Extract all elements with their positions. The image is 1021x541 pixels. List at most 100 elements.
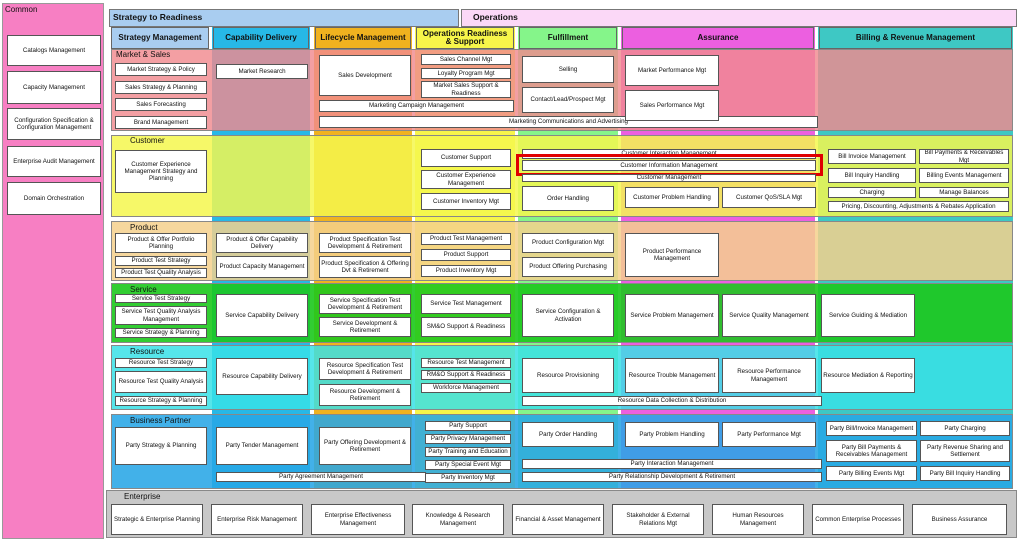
box-resource-spec-test[interactable]: Resource Specification Test Development … — [319, 358, 411, 380]
box-resource-mediation[interactable]: Resource Mediation & Reporting — [821, 358, 915, 393]
box-market-research[interactable]: Market Research — [216, 64, 308, 79]
box-party-charging[interactable]: Party Charging — [920, 421, 1010, 436]
box-service-test-management[interactable]: Service Test Management — [421, 294, 511, 314]
box-stakeholder-external[interactable]: Stakeholder & External Relations Mgt — [612, 504, 704, 535]
box-customer-information-management[interactable]: Customer Information Management — [522, 160, 816, 171]
box-party-tender[interactable]: Party Tender Management — [216, 427, 308, 465]
box-workforce-management[interactable]: Workforce Management — [421, 383, 511, 393]
common-box-config[interactable]: Configuration Specification & Configurat… — [7, 108, 101, 140]
box-party-bill-invoice[interactable]: Party Bill/Invoice Management — [826, 421, 917, 436]
box-party-interaction[interactable]: Party Interaction Management — [522, 459, 822, 469]
box-manage-balances[interactable]: Manage Balances — [919, 187, 1009, 198]
box-customer-inventory[interactable]: Customer Inventory Mgt — [421, 193, 511, 210]
common-box-audit[interactable]: Enterprise Audit Management — [7, 146, 101, 177]
box-party-order[interactable]: Party Order Handling — [522, 422, 614, 447]
box-sales-development[interactable]: Sales Development — [319, 55, 411, 96]
box-service-quality[interactable]: Service Quality Management — [722, 294, 816, 337]
box-party-inventory[interactable]: Party Inventory Mgt — [425, 473, 511, 483]
box-smo-support[interactable]: SM&O Support & Readiness — [421, 317, 511, 337]
box-enterprise-risk[interactable]: Enterprise Risk Management — [211, 504, 303, 535]
box-customer-problem-handling[interactable]: Customer Problem Handling — [625, 187, 719, 208]
common-box-capacity[interactable]: Capacity Management — [7, 71, 101, 104]
box-party-billing-events[interactable]: Party Billing Events Mgt — [826, 466, 917, 481]
box-product-spec-test[interactable]: Product Specification Test Development &… — [319, 233, 411, 253]
box-party-problem[interactable]: Party Problem Handling — [625, 422, 719, 447]
box-product-spec-offering[interactable]: Product Specification & Offering Dvt & R… — [319, 256, 411, 278]
box-contact-lead[interactable]: Contact/Lead/Prospect Mgt — [522, 87, 614, 113]
box-sales-performance[interactable]: Sales Performance Mgt — [625, 90, 719, 121]
box-service-problem[interactable]: Service Problem Management — [625, 294, 719, 337]
box-product-inventory[interactable]: Product Inventory Mgt — [421, 265, 511, 277]
box-product-offering-purchasing[interactable]: Product Offering Purchasing — [522, 257, 614, 277]
box-customer-management[interactable]: Customer Management — [522, 174, 816, 182]
box-pricing-discounting[interactable]: Pricing, Discounting, Adjustments & Reba… — [828, 201, 1009, 212]
box-party-revenue-sharing[interactable]: Party Revenue Sharing and Settlement — [920, 440, 1010, 462]
box-product-support[interactable]: Product Support — [421, 249, 511, 261]
box-sales-strategy-planning[interactable]: Sales Strategy & Planning — [115, 81, 207, 94]
box-resource-capability[interactable]: Resource Capability Delivery — [216, 358, 308, 395]
box-party-bill-inquiry[interactable]: Party Bill Inquiry Handling — [920, 466, 1010, 481]
box-service-test-quality[interactable]: Service Test Quality Analysis Management — [115, 306, 207, 325]
box-product-test-strategy[interactable]: Product Test Strategy — [115, 256, 207, 266]
box-resource-strategy-planning[interactable]: Resource Strategy & Planning — [115, 396, 207, 406]
box-human-resources[interactable]: Human Resources Management — [712, 504, 804, 535]
common-box-catalogs[interactable]: Catalogs Management — [7, 35, 101, 66]
box-product-performance[interactable]: Product Performance Management — [625, 233, 719, 277]
box-knowledge-research[interactable]: Knowledge & Research Management — [412, 504, 504, 535]
box-rmo-support[interactable]: RM&O Support & Readiness — [421, 370, 511, 380]
box-customer-experience-strategy[interactable]: Customer Experience Management Strategy … — [115, 150, 207, 193]
box-service-spec-test[interactable]: Service Specification Test Development &… — [319, 294, 411, 314]
box-market-strategy-policy[interactable]: Market Strategy & Policy — [115, 63, 207, 76]
box-party-bill-payments[interactable]: Party Bill Payments & Receivables Manage… — [826, 440, 917, 462]
box-party-offering[interactable]: Party Offering Development & Retirement — [319, 427, 411, 465]
box-customer-experience-management[interactable]: Customer Experience Management — [421, 170, 511, 189]
box-party-training[interactable]: Party Training and Education — [425, 447, 511, 457]
box-enterprise-effectiveness[interactable]: Enterprise Effectiveness Management — [311, 504, 405, 535]
box-brand-management[interactable]: Brand Management — [115, 116, 207, 129]
box-product-configuration[interactable]: Product Configuration Mgt — [522, 233, 614, 253]
box-marketing-communications[interactable]: Marketing Communications and Advertising — [319, 116, 818, 128]
box-market-sales-support[interactable]: Market Sales Support & Readiness — [421, 81, 511, 98]
box-charging[interactable]: Charging — [828, 187, 916, 198]
common-box-orchestration[interactable]: Domain Orchestration — [7, 182, 101, 215]
box-product-capacity[interactable]: Product Capacity Management — [216, 256, 308, 278]
box-marketing-campaign[interactable]: Marketing Campaign Management — [319, 100, 514, 112]
box-service-development[interactable]: Service Development & Retirement — [319, 317, 411, 337]
box-resource-development[interactable]: Resource Development & Retirement — [319, 384, 411, 406]
box-market-performance[interactable]: Market Performance Mgt — [625, 55, 719, 86]
box-service-capability[interactable]: Service Capability Delivery — [216, 294, 308, 337]
box-financial-asset[interactable]: Financial & Asset Management — [512, 504, 604, 535]
box-party-privacy[interactable]: Party Privacy Management — [425, 434, 511, 444]
box-common-enterprise-processes[interactable]: Common Enterprise Processes — [812, 504, 904, 535]
box-resource-data-collection[interactable]: Resource Data Collection & Distribution — [522, 396, 822, 406]
box-strategic-enterprise-planning[interactable]: Strategic & Enterprise Planning — [111, 504, 203, 535]
box-resource-performance[interactable]: Resource Performance Management — [722, 358, 816, 393]
box-resource-test-quality[interactable]: Resource Test Quality Analysis — [115, 371, 207, 393]
box-loyalty-program[interactable]: Loyalty Program Mgt — [421, 68, 511, 79]
box-party-special-event[interactable]: Party Special Event Mgt — [425, 460, 511, 470]
box-party-agreement[interactable]: Party Agreement Management — [216, 472, 426, 482]
box-sales-channel[interactable]: Sales Channel Mgt — [421, 54, 511, 65]
box-product-test-management[interactable]: Product Test Management — [421, 233, 511, 245]
box-customer-support[interactable]: Customer Support — [421, 149, 511, 167]
box-resource-test-management[interactable]: Resource Test Management — [421, 358, 511, 368]
box-service-guiding[interactable]: Service Guiding & Mediation — [821, 294, 915, 337]
box-party-strategy[interactable]: Party Strategy & Planning — [115, 427, 207, 465]
box-business-assurance[interactable]: Business Assurance — [912, 504, 1007, 535]
box-resource-test-strategy[interactable]: Resource Test Strategy — [115, 358, 207, 368]
box-billing-events[interactable]: Billing Events Management — [919, 168, 1009, 183]
box-bill-inquiry[interactable]: Bill Inquiry Handling — [828, 168, 916, 183]
box-service-configuration[interactable]: Service Configuration & Activation — [522, 294, 614, 337]
box-sales-forecasting[interactable]: Sales Forecasting — [115, 98, 207, 111]
box-party-performance[interactable]: Party Performance Mgt — [722, 422, 816, 447]
box-party-support[interactable]: Party Support — [425, 421, 511, 431]
box-selling[interactable]: Selling — [522, 56, 614, 83]
box-product-offer-portfolio[interactable]: Product & Offer Portfolio Planning — [115, 233, 207, 253]
box-order-handling[interactable]: Order Handling — [522, 186, 614, 211]
box-service-test-strategy[interactable]: Service Test Strategy — [115, 294, 207, 303]
box-product-test-quality[interactable]: Product Test Quality Analysis — [115, 268, 207, 278]
box-resource-trouble[interactable]: Resource Trouble Management — [625, 358, 719, 393]
box-product-offer-capability[interactable]: Product & Offer Capability Delivery — [216, 233, 308, 253]
box-bill-payments[interactable]: Bill Payments & Receivables Mgt — [919, 149, 1009, 164]
box-bill-invoice[interactable]: Bill Invoice Management — [828, 149, 916, 164]
